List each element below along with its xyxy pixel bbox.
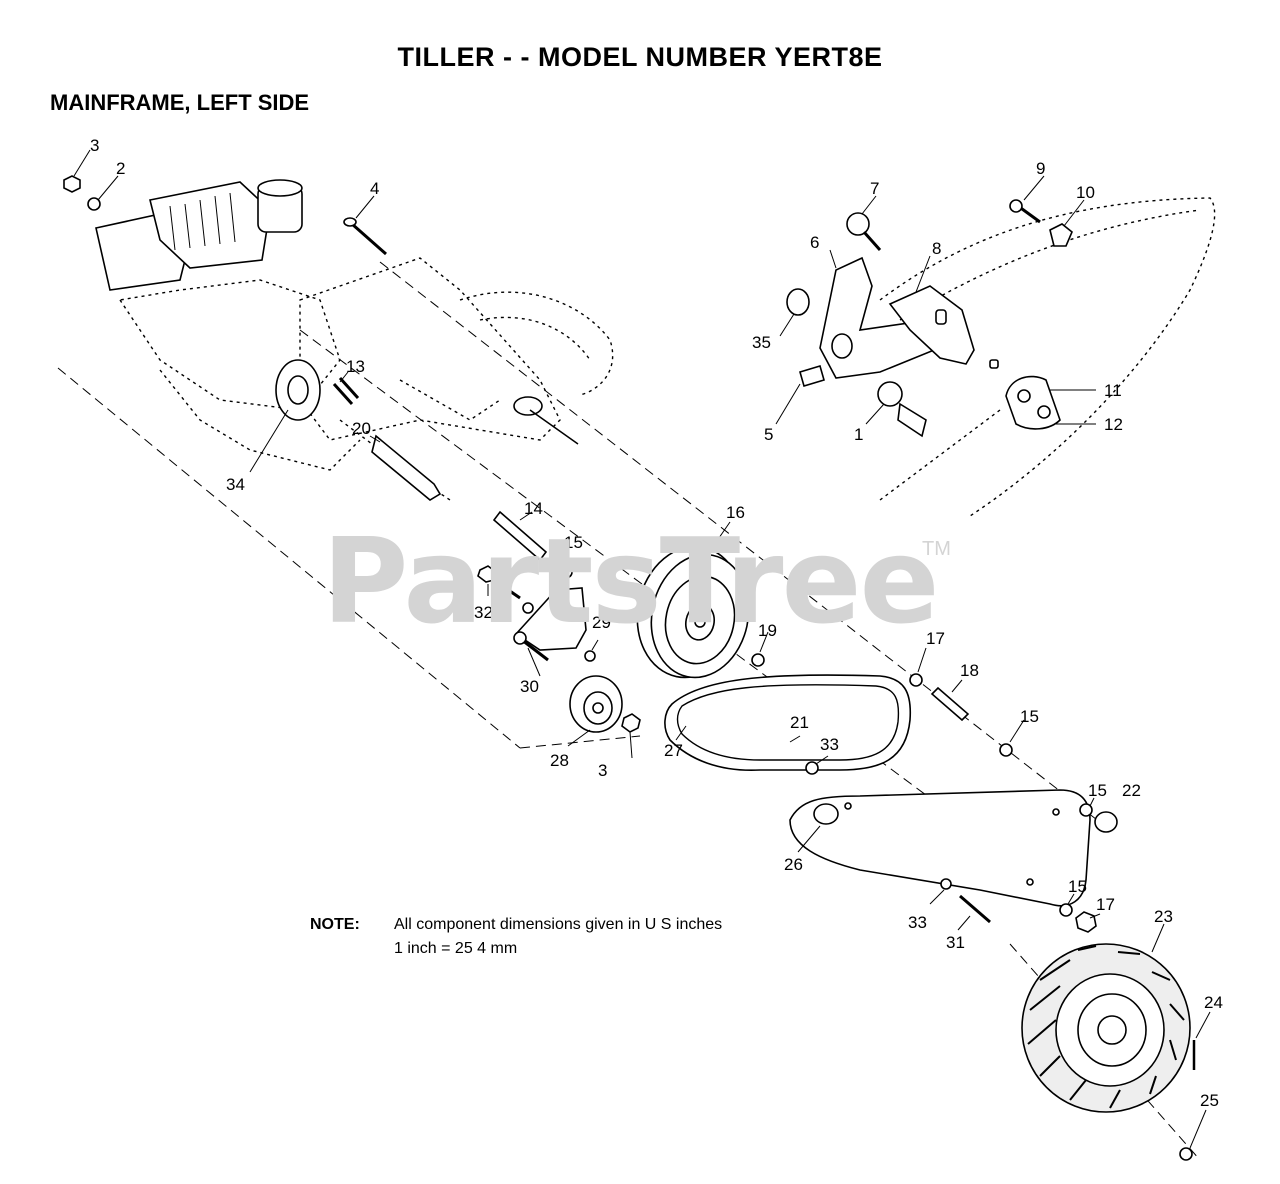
bolt-4 bbox=[351, 222, 387, 256]
callout-30: 30 bbox=[520, 677, 539, 696]
callout-5: 5 bbox=[764, 425, 773, 444]
drive-pulley-16 bbox=[636, 545, 765, 679]
washer-19 bbox=[751, 653, 765, 667]
idler-pulley-28 bbox=[569, 675, 641, 733]
callout-22: 22 bbox=[1122, 781, 1141, 800]
callout-34: 34 bbox=[226, 475, 245, 494]
callout-32: 32 bbox=[474, 603, 493, 622]
washer-33a bbox=[805, 761, 819, 775]
watermark-trademark: TM bbox=[922, 538, 951, 560]
pin-18 bbox=[930, 686, 970, 722]
section-title: MAINFRAME, LEFT SIDE bbox=[50, 90, 310, 115]
bolt-31 bbox=[959, 894, 991, 924]
callout-33: 33 bbox=[820, 735, 839, 754]
callout-4: 4 bbox=[370, 179, 379, 198]
callout-12: 12 bbox=[1104, 415, 1123, 434]
wheel-23 bbox=[1021, 943, 1196, 1161]
callout-2: 2 bbox=[116, 159, 125, 178]
bolt-13 bbox=[332, 382, 354, 406]
callout-23: 23 bbox=[1154, 907, 1173, 926]
callout-24: 24 bbox=[1204, 993, 1223, 1012]
callout-20: 20 bbox=[352, 419, 371, 438]
callout-1: 1 bbox=[854, 425, 863, 444]
nut-3-top bbox=[63, 175, 81, 193]
pin-5 bbox=[799, 365, 825, 387]
callout-10: 10 bbox=[1076, 183, 1095, 202]
note-line-1: All component dimensions given in U S in… bbox=[394, 916, 723, 933]
callout-3: 3 bbox=[90, 136, 99, 155]
callout-18: 18 bbox=[960, 661, 979, 680]
callout-8: 8 bbox=[932, 239, 941, 258]
callout-27: 27 bbox=[664, 741, 683, 760]
nut-10 bbox=[1049, 223, 1073, 247]
washer-29 bbox=[584, 650, 596, 662]
callout-3b: 3 bbox=[598, 761, 607, 780]
page-title: TILLER - - MODEL NUMBER YERT8E bbox=[397, 42, 883, 72]
inset-detail bbox=[786, 197, 1216, 517]
callout-19: 19 bbox=[758, 621, 777, 640]
callout-26: 26 bbox=[784, 855, 803, 874]
callout-14: 14 bbox=[524, 499, 543, 518]
idler-bracket bbox=[477, 565, 596, 662]
nut-17b bbox=[1075, 911, 1097, 933]
hardware-right bbox=[559, 565, 1118, 933]
note-label: NOTE: bbox=[310, 916, 360, 933]
mainframe-outline bbox=[299, 257, 614, 501]
leader-lines bbox=[73, 149, 1211, 1149]
callout-31: 31 bbox=[946, 933, 965, 952]
hardware-top-left bbox=[63, 175, 387, 406]
callout-16: 16 bbox=[726, 503, 745, 522]
callout-17b: 17 bbox=[1096, 895, 1115, 914]
washer-2 bbox=[87, 197, 101, 211]
callout-15: 15 bbox=[564, 533, 583, 552]
watermark: PartsTree bbox=[322, 512, 940, 650]
pin-20 bbox=[371, 434, 442, 501]
pin-14 bbox=[492, 510, 548, 562]
bolt-7-head bbox=[846, 212, 870, 236]
callout-7: 7 bbox=[870, 179, 879, 198]
engine-assembly bbox=[95, 179, 361, 471]
callout-15b: 15 bbox=[1020, 707, 1039, 726]
callout-17: 17 bbox=[926, 629, 945, 648]
washer-15b bbox=[999, 743, 1013, 757]
knob-22 bbox=[1094, 811, 1118, 833]
washer-33b bbox=[940, 878, 952, 890]
callout-15d: 15 bbox=[1068, 877, 1087, 896]
note-line-2: 1 inch = 25 4 mm bbox=[394, 940, 518, 957]
nut-3-bottom bbox=[621, 713, 641, 733]
callout-15c: 15 bbox=[1088, 781, 1107, 800]
washer-15d bbox=[1059, 903, 1073, 917]
callout-11: 11 bbox=[1104, 381, 1122, 400]
washer-15c bbox=[1079, 803, 1093, 817]
callout-28: 28 bbox=[550, 751, 569, 770]
callout-33b: 33 bbox=[908, 913, 927, 932]
washer-17a bbox=[909, 673, 923, 687]
callout-9: 9 bbox=[1036, 159, 1045, 178]
belt-cover-26 bbox=[789, 789, 1091, 907]
callout-29: 29 bbox=[592, 613, 611, 632]
callout-25: 25 bbox=[1200, 1091, 1219, 1110]
grip-35 bbox=[786, 288, 810, 316]
callout-labels: 3 2 4 13 34 20 14 15 16 32 29 30 19 28 3… bbox=[90, 136, 1223, 1110]
callout-35: 35 bbox=[752, 333, 771, 352]
clip-25 bbox=[1179, 1147, 1193, 1161]
plate-8 bbox=[888, 285, 975, 365]
nut-12 bbox=[1037, 405, 1051, 419]
callout-21: 21 bbox=[790, 713, 809, 732]
callout-6: 6 bbox=[810, 233, 819, 252]
bolt-30 bbox=[521, 638, 549, 662]
bracket-11 bbox=[1005, 375, 1061, 430]
knob-1 bbox=[877, 381, 903, 407]
callout-13: 13 bbox=[346, 357, 365, 376]
drive-belt-27 bbox=[664, 674, 912, 772]
engine-pulley-34 bbox=[275, 359, 321, 421]
